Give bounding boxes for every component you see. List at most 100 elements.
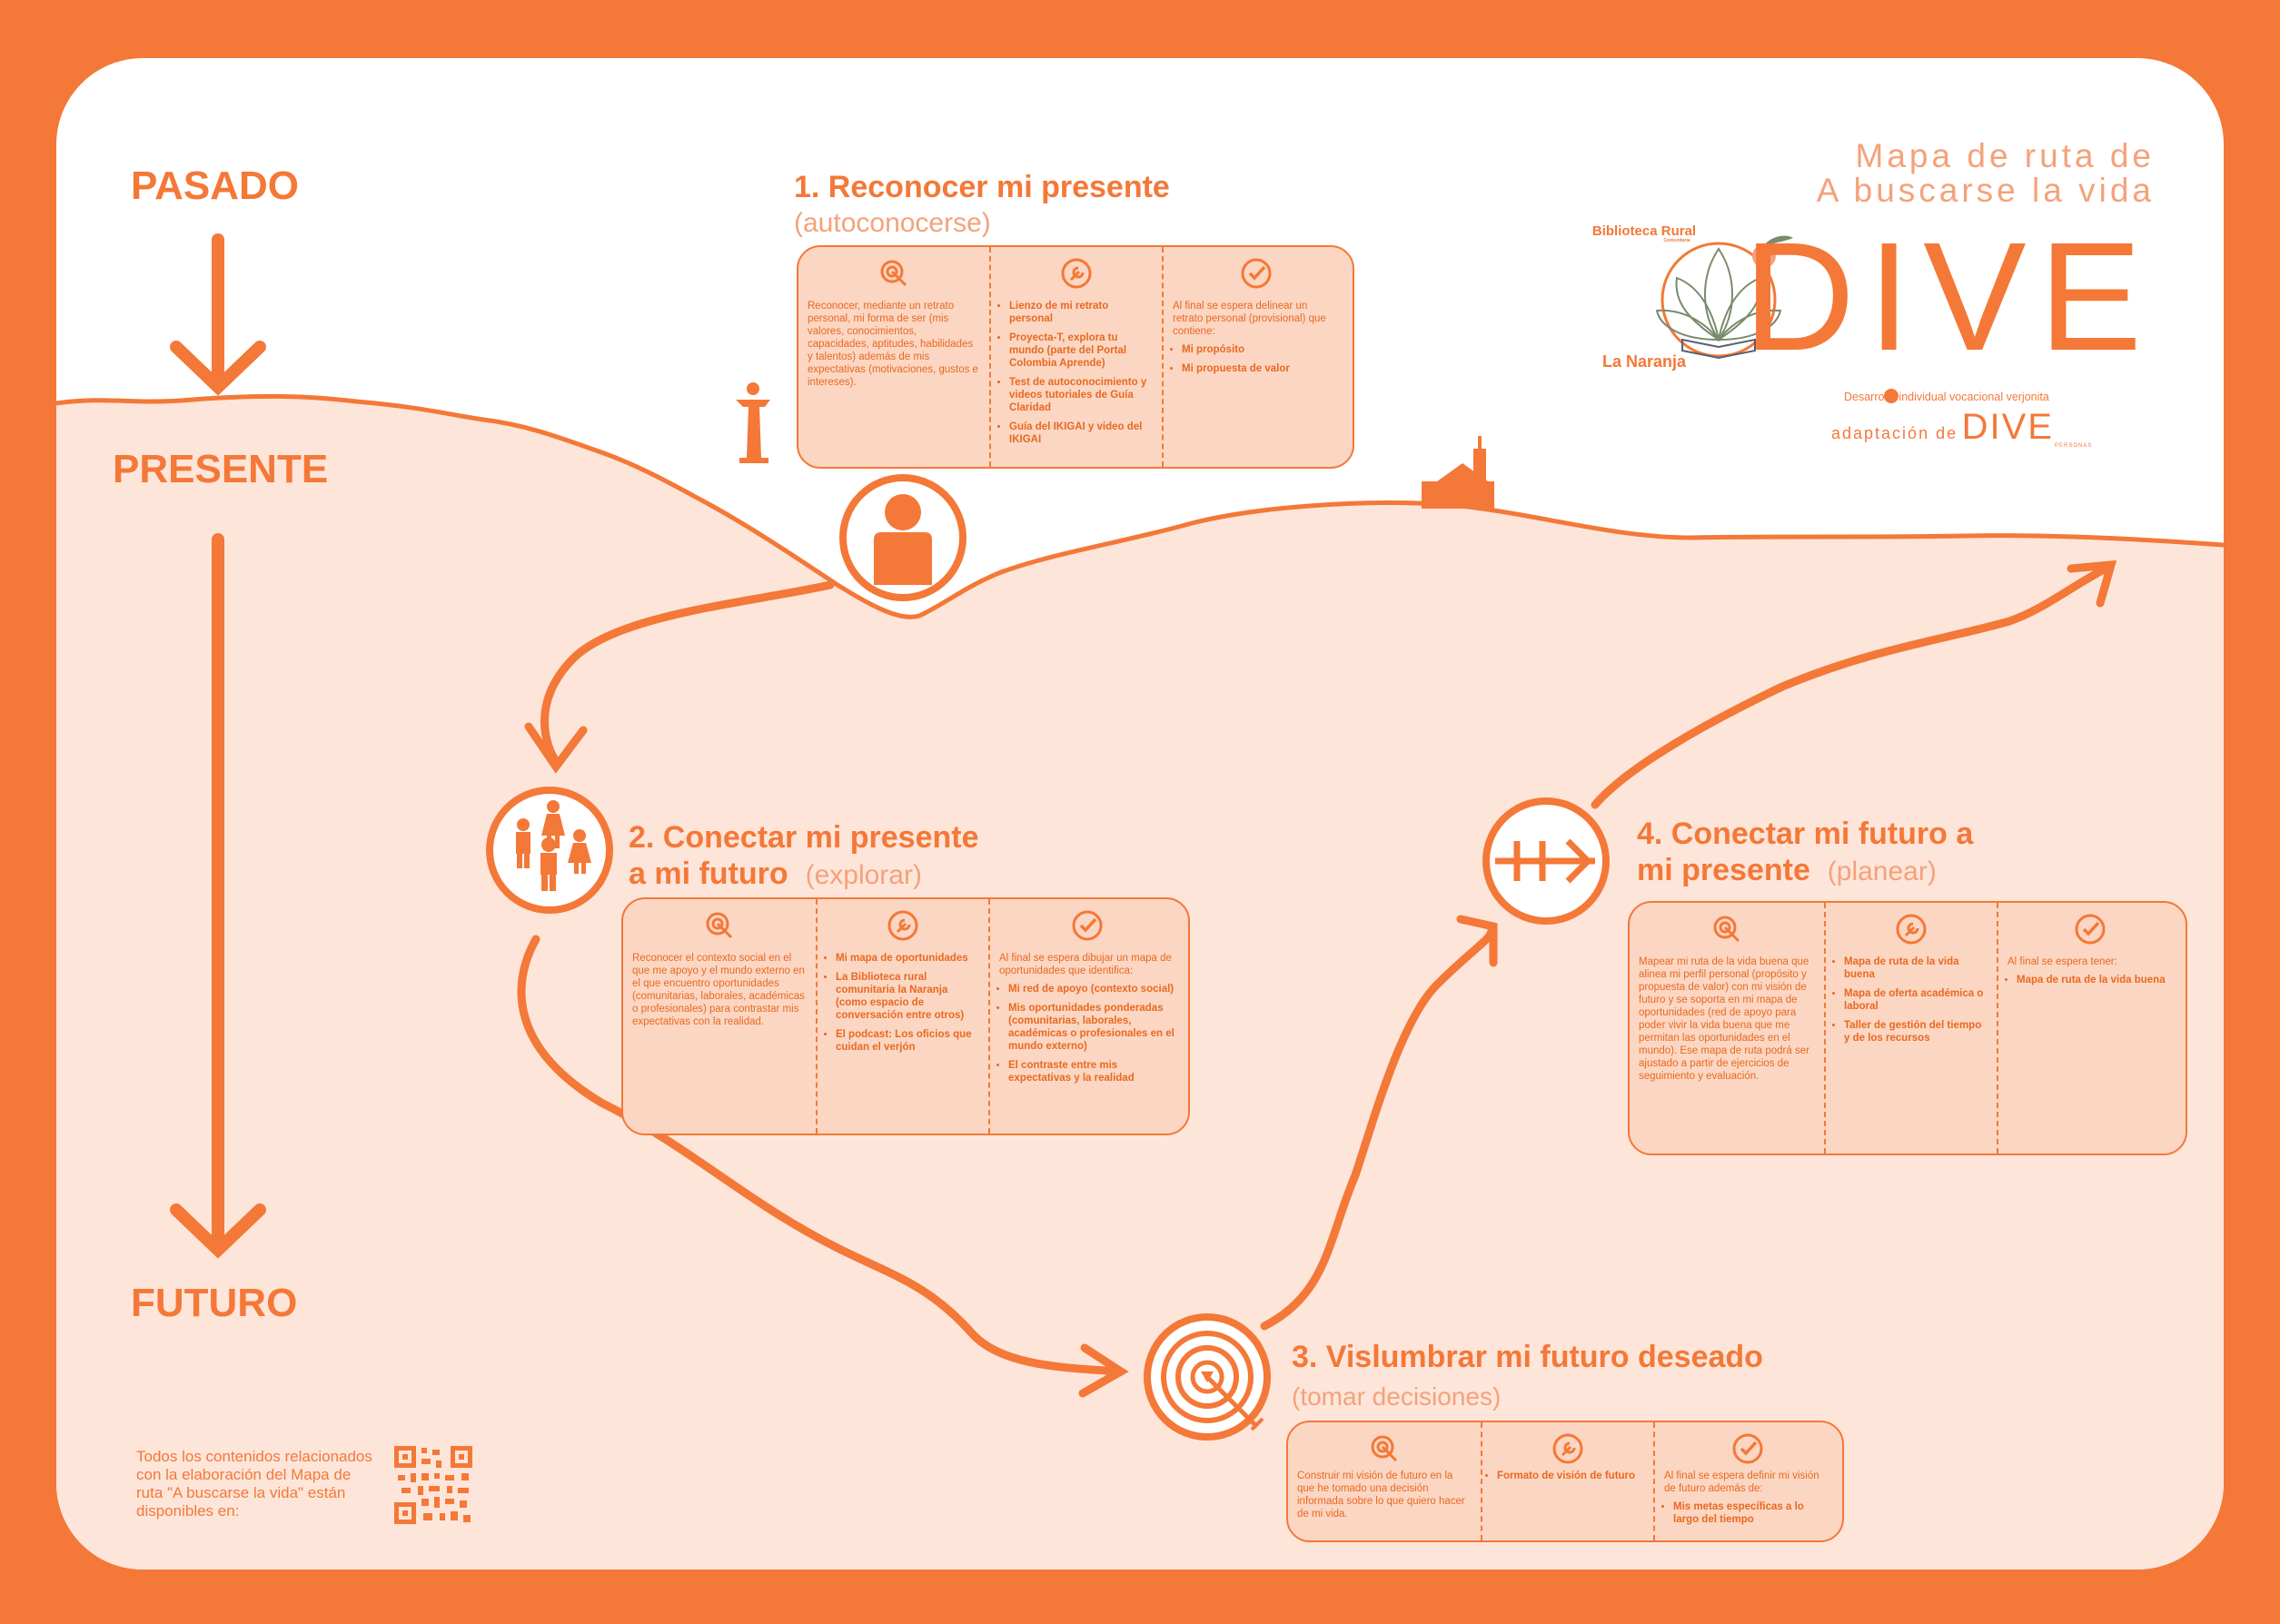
step-4-title-line1: 4. Conectar mi futuro a <box>1637 817 1974 851</box>
adaptation-brand: DIVE <box>1961 407 2054 447</box>
step-2-expected-item: Mis oportunidades ponderadas (comunitari… <box>1008 1002 1175 1053</box>
step-2-goal-col: Reconocer el contexto social en el que m… <box>623 899 816 1134</box>
step-4-tool: Mapa de ruta de la vida buena <box>1844 956 1988 981</box>
route-arrow-4-to-end <box>1591 562 2114 809</box>
header-title-line1: Mapa de ruta de <box>1855 137 2155 174</box>
timeline-present-label: PRESENTE <box>113 447 329 491</box>
tagline-dot <box>1884 389 1898 403</box>
wrench-icon <box>887 910 918 941</box>
step-2-title-line2: a mi futuro <box>629 857 788 891</box>
route-arrow-1-to-2-head <box>524 722 588 774</box>
target-icon <box>880 260 907 287</box>
adaptation-prefix: adaptación de <box>1831 424 1958 442</box>
step-3-goal-col: Construir mi visión de futuro en la que … <box>1288 1422 1481 1540</box>
step-3-goal: Construir mi visión de futuro en la que … <box>1297 1471 1465 1520</box>
library-name-line1: Biblioteca Rural <box>1591 223 1697 239</box>
route-arrow-3-to-4 <box>1260 926 1496 1331</box>
timeline-future-label: FUTURO <box>131 1281 298 1325</box>
check-icon <box>2075 914 2106 945</box>
route-arrow-4-to-end-head <box>2067 559 2117 608</box>
step-1-title: 1. Reconocer mi presente (autoconocerse) <box>794 169 1170 242</box>
step-3-expected-item: Mis metas específicas a lo largo del tie… <box>1673 1500 1831 1526</box>
step-2-tool: Mi mapa de oportunidades <box>836 952 979 965</box>
target-icon <box>1713 916 1740 943</box>
step-4-expected-col: Al final se espera tener: Mapa de ruta d… <box>1997 903 2182 1154</box>
step-3-tools-col: Formato de visión de futuro <box>1481 1422 1653 1540</box>
step-1-expected-col: Al final se espera delinear un retrato p… <box>1162 247 1349 467</box>
step-4-goal: Mapear mi ruta de la vida buena que alin… <box>1639 956 1809 1082</box>
step-1-expected-intro: Al final se espera delinear un retrato p… <box>1173 301 1326 337</box>
step-1-expected-item: Mi propuesta de valor <box>1182 362 1340 375</box>
library-logo <box>1655 235 1793 360</box>
map-canvas: PASADO PRESENTE FUTURO Mapa de ruta de A… <box>56 58 2224 1570</box>
step-1-expected-item: Mi propósito <box>1182 343 1340 356</box>
step-1-goal-col: Reconocer, mediante un retrato personal,… <box>798 247 989 467</box>
step-2-tools-col: Mi mapa de oportunidades La Biblioteca r… <box>816 899 988 1134</box>
step-1-tool: Proyecta-T, explora tu mundo (parte del … <box>1009 332 1153 370</box>
step-4-card: Mapear mi ruta de la vida buena que alin… <box>1628 901 2187 1155</box>
header-title-line2: A buscarse la vida <box>1816 172 2155 209</box>
step-3-title-text: 3. Vislumbrar mi futuro deseado <box>1292 1340 1763 1374</box>
step-3-card: Construir mi visión de futuro en la que … <box>1286 1421 1844 1542</box>
timeline-past-label: PASADO <box>131 163 299 208</box>
step-4-expected-intro: Al final se espera tener: <box>2007 956 2117 967</box>
adaptation-credit: adaptación de DIVE <box>1831 407 2054 448</box>
church-silhouette <box>1422 436 1494 509</box>
timeline-arrow-past <box>170 233 266 396</box>
step-2-subtitle: (explorar) <box>805 860 922 890</box>
library-name-line2: La Naranja <box>1601 352 1687 371</box>
qr-code-icon <box>394 1446 472 1524</box>
dive-logo: DIVE <box>1743 211 2155 383</box>
step-4-tool: Mapa de oferta académica o laboral <box>1844 987 1988 1013</box>
step-4-title-line2: mi presente <box>1637 853 1810 887</box>
step-2-tool: La Biblioteca rural comunitaria la Naran… <box>836 971 979 1022</box>
check-icon <box>1072 910 1103 941</box>
step-1-tool: Test de autoconocimiento y videos tutori… <box>1009 376 1153 414</box>
target-icon <box>706 912 733 939</box>
timeline-arrow-future <box>170 533 266 1259</box>
step-2-goal: Reconocer el contexto social en el que m… <box>632 953 805 1027</box>
step-1-tool: Guía del IKIGAI y video del IKIGAI <box>1009 421 1153 446</box>
library-name-small: Comunitaria <box>1663 238 1690 243</box>
step-2-expected-intro: Al final se espera dibujar un mapa de op… <box>999 953 1172 976</box>
step-3-subtitle: (tomar decisiones) <box>1292 1382 1502 1411</box>
step-2-tool: El podcast: Los oficios que cuidan el ve… <box>836 1028 979 1054</box>
wrench-icon <box>1061 258 1092 289</box>
step-4-goal-col: Mapear mi ruta de la vida buena que alin… <box>1630 903 1824 1154</box>
step-1-subtitle: (autoconocerse) <box>794 208 991 238</box>
step-2-node <box>486 787 613 914</box>
step-3-tool: Formato de visión de futuro <box>1497 1470 1644 1482</box>
adaptation-sub: PERSONAS <box>2055 443 2093 449</box>
step-1-goal: Reconocer, mediante un retrato personal,… <box>808 301 978 388</box>
step-1-tool: Lienzo de mi retrato personal <box>1009 300 1153 325</box>
step-4-node <box>1482 797 1610 925</box>
step-2-title: 2. Conectar mi presente a mi futuro (exp… <box>629 819 978 894</box>
target-icon <box>1371 1435 1398 1462</box>
route-arrow-2-to-3-head <box>1078 1343 1129 1398</box>
header-tagline: Desarrollo individual vocacional verjoni… <box>1844 391 2049 403</box>
footer-note: Todos los contenidos relacionados con la… <box>136 1448 372 1520</box>
step-3-expected-intro: Al final se espera definir mi visión de … <box>1664 1471 1819 1494</box>
step-1-card: Reconocer, mediante un retrato personal,… <box>797 245 1354 469</box>
wrench-icon <box>1552 1433 1583 1464</box>
step-2-title-line1: 2. Conectar mi presente <box>629 820 979 855</box>
step-4-tool: Taller de gestión del tiempo y de los re… <box>1844 1019 1988 1045</box>
statue-silhouette <box>736 382 770 463</box>
step-3-expected-col: Al final se espera definir mi visión de … <box>1653 1422 1840 1540</box>
step-4-expected-item: Mapa de ruta de la vida buena <box>2017 974 2173 986</box>
step-4-subtitle: (planear) <box>1827 857 1937 886</box>
check-icon <box>1241 258 1272 289</box>
route-arrow-3-to-4-head <box>1456 915 1498 967</box>
route-arrow-1-to-2 <box>540 580 835 766</box>
check-icon <box>1732 1433 1763 1464</box>
step-2-expected-item: Mi red de apoyo (contexto social) <box>1008 983 1175 995</box>
step-4-title: 4. Conectar mi futuro a mi presente (pla… <box>1637 816 1973 890</box>
step-4-tools-col: Mapa de ruta de la vida buena Mapa de of… <box>1824 903 1997 1154</box>
step-2-card: Reconocer el contexto social en el que m… <box>621 897 1190 1135</box>
step-3-title: 3. Vislumbrar mi futuro deseado (tomar d… <box>1292 1339 1763 1415</box>
wrench-icon <box>1896 914 1927 945</box>
step-2-expected-col: Al final se espera dibujar un mapa de op… <box>988 899 1185 1134</box>
horizon-line <box>56 393 2224 619</box>
step-1-node <box>839 474 967 601</box>
